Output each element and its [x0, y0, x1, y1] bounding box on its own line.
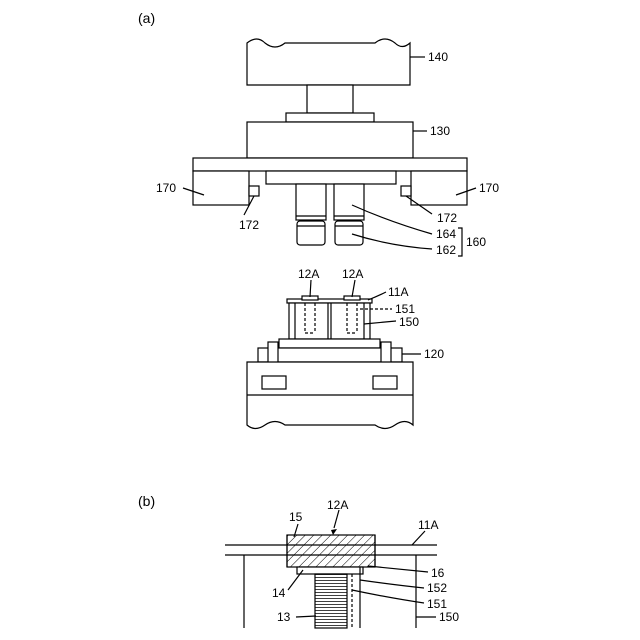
leader-16: [368, 566, 428, 572]
label-170-left: 170: [156, 181, 176, 195]
block-130: [247, 122, 413, 158]
label-162: 162: [436, 243, 456, 257]
label-15: 15: [289, 510, 303, 524]
label-130: 130: [430, 124, 450, 138]
label-164: 164: [436, 227, 456, 241]
label-172-right: 172: [437, 211, 457, 225]
leader-12A-b: [334, 510, 339, 528]
work-stage: [279, 296, 380, 348]
figure-a: (a): [138, 10, 476, 429]
label-150: 150: [399, 315, 419, 329]
block-170-left: [193, 171, 249, 205]
flange: [286, 113, 374, 122]
label-120: 120: [424, 347, 444, 361]
figure-b-label: (b): [138, 493, 155, 509]
label-160: 160: [466, 235, 486, 249]
label-140: 140: [428, 50, 448, 64]
bracket-160: [458, 228, 462, 256]
leader-152: [360, 580, 424, 588]
label-11A-b: 11A: [418, 518, 438, 532]
leader-14: [288, 570, 303, 590]
screw-13: [315, 574, 347, 628]
label-172-left: 172: [239, 218, 259, 232]
label-152: 152: [427, 581, 447, 595]
leader-12A-left: [310, 280, 311, 297]
label-150-b: 150: [439, 610, 459, 624]
leader-11A-b: [412, 531, 425, 545]
figure-a-label: (a): [138, 10, 155, 26]
leader-13: [296, 616, 316, 617]
label-16: 16: [431, 566, 445, 580]
label-12A-right: 12A: [342, 267, 363, 281]
label-151: 151: [395, 302, 415, 316]
block-150: [289, 303, 370, 339]
label-13: 13: [277, 610, 291, 624]
label-12A-left: 12A: [298, 267, 319, 281]
sensor-172-right: [401, 186, 411, 196]
block-140: [247, 39, 410, 85]
label-11A: 11A: [388, 285, 408, 299]
base-plate: [193, 158, 467, 171]
leader-11A: [368, 292, 386, 300]
collar-14: [297, 567, 363, 574]
leader-162: [352, 234, 432, 249]
head-15: [287, 535, 375, 567]
under-plate: [266, 171, 396, 184]
label-170-right: 170: [479, 181, 499, 195]
sensor-172-left: [249, 186, 259, 196]
leader-151-b: [352, 590, 424, 603]
label-151-b: 151: [427, 597, 447, 611]
block-170-right: [411, 171, 467, 205]
figure-b: (b): [138, 493, 437, 628]
label-14: 14: [272, 586, 286, 600]
nozzle-unit-left: [296, 184, 326, 245]
label-12A-b: 12A: [327, 498, 348, 512]
shaft: [307, 85, 353, 113]
stage-120: [247, 342, 413, 429]
leader-12A-right: [352, 280, 355, 297]
